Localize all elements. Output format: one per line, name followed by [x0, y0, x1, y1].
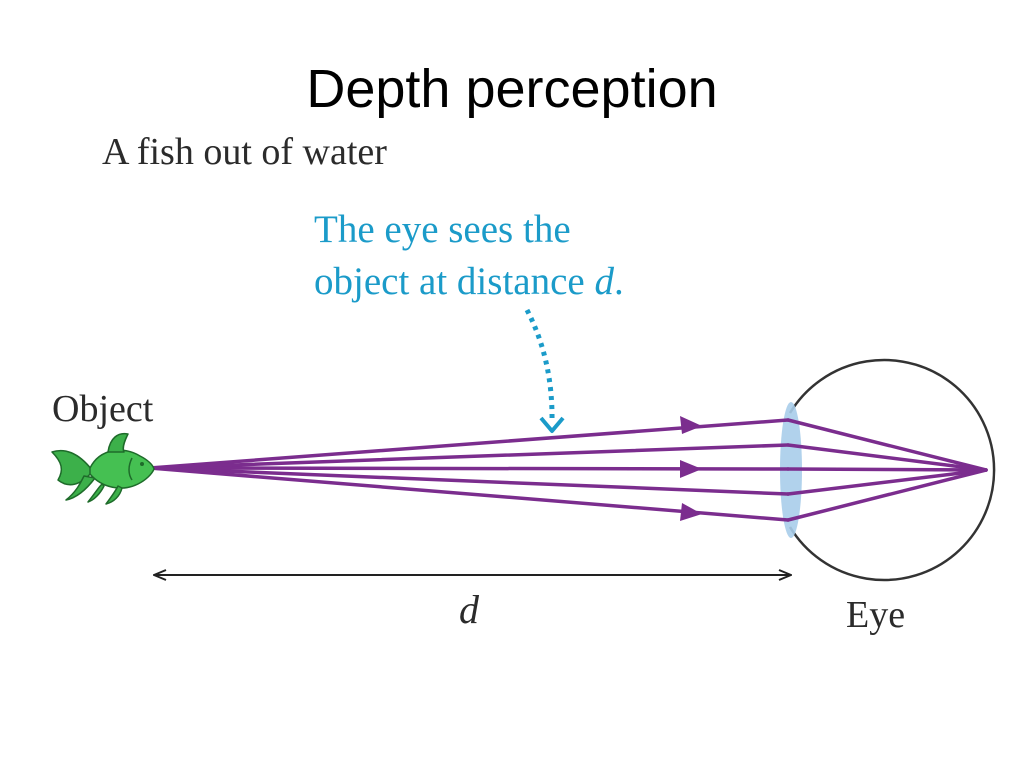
goldfish-icon [51, 432, 155, 505]
callout-line-2-prefix: object at distance [314, 260, 595, 303]
ray-arrowheads [680, 416, 702, 521]
slide-title: Depth perception [306, 59, 718, 119]
ray-3-refracted [786, 467, 988, 472]
callout-line-1: The eye sees the [314, 208, 571, 251]
ray-3-arrowhead [680, 460, 702, 478]
eye-label: Eye [846, 594, 906, 636]
callout-distance-variable: d [594, 260, 614, 303]
eyeball-icon [788, 358, 996, 582]
ray-4-refracted [786, 468, 988, 496]
callout-line-2: object at distance d. [314, 256, 624, 308]
object-label: Object [52, 388, 154, 430]
ray-1-arrowhead [680, 416, 702, 434]
ray-4-incoming [148, 466, 790, 496]
ray-5-refracted [786, 468, 988, 522]
ray-5-arrowhead [680, 503, 702, 521]
refracted-rays [786, 418, 988, 522]
distance-label: d [459, 587, 479, 632]
callout-text: The eye sees the object at distance d. [314, 204, 624, 308]
callout-arrow [524, 308, 565, 433]
callout-line-2-suffix: . [613, 260, 624, 303]
ray-2-incoming [148, 443, 790, 470]
ray-1-refracted [786, 418, 988, 472]
ray-2-refracted [786, 443, 988, 472]
diagram-subtitle: A fish out of water [102, 131, 387, 173]
